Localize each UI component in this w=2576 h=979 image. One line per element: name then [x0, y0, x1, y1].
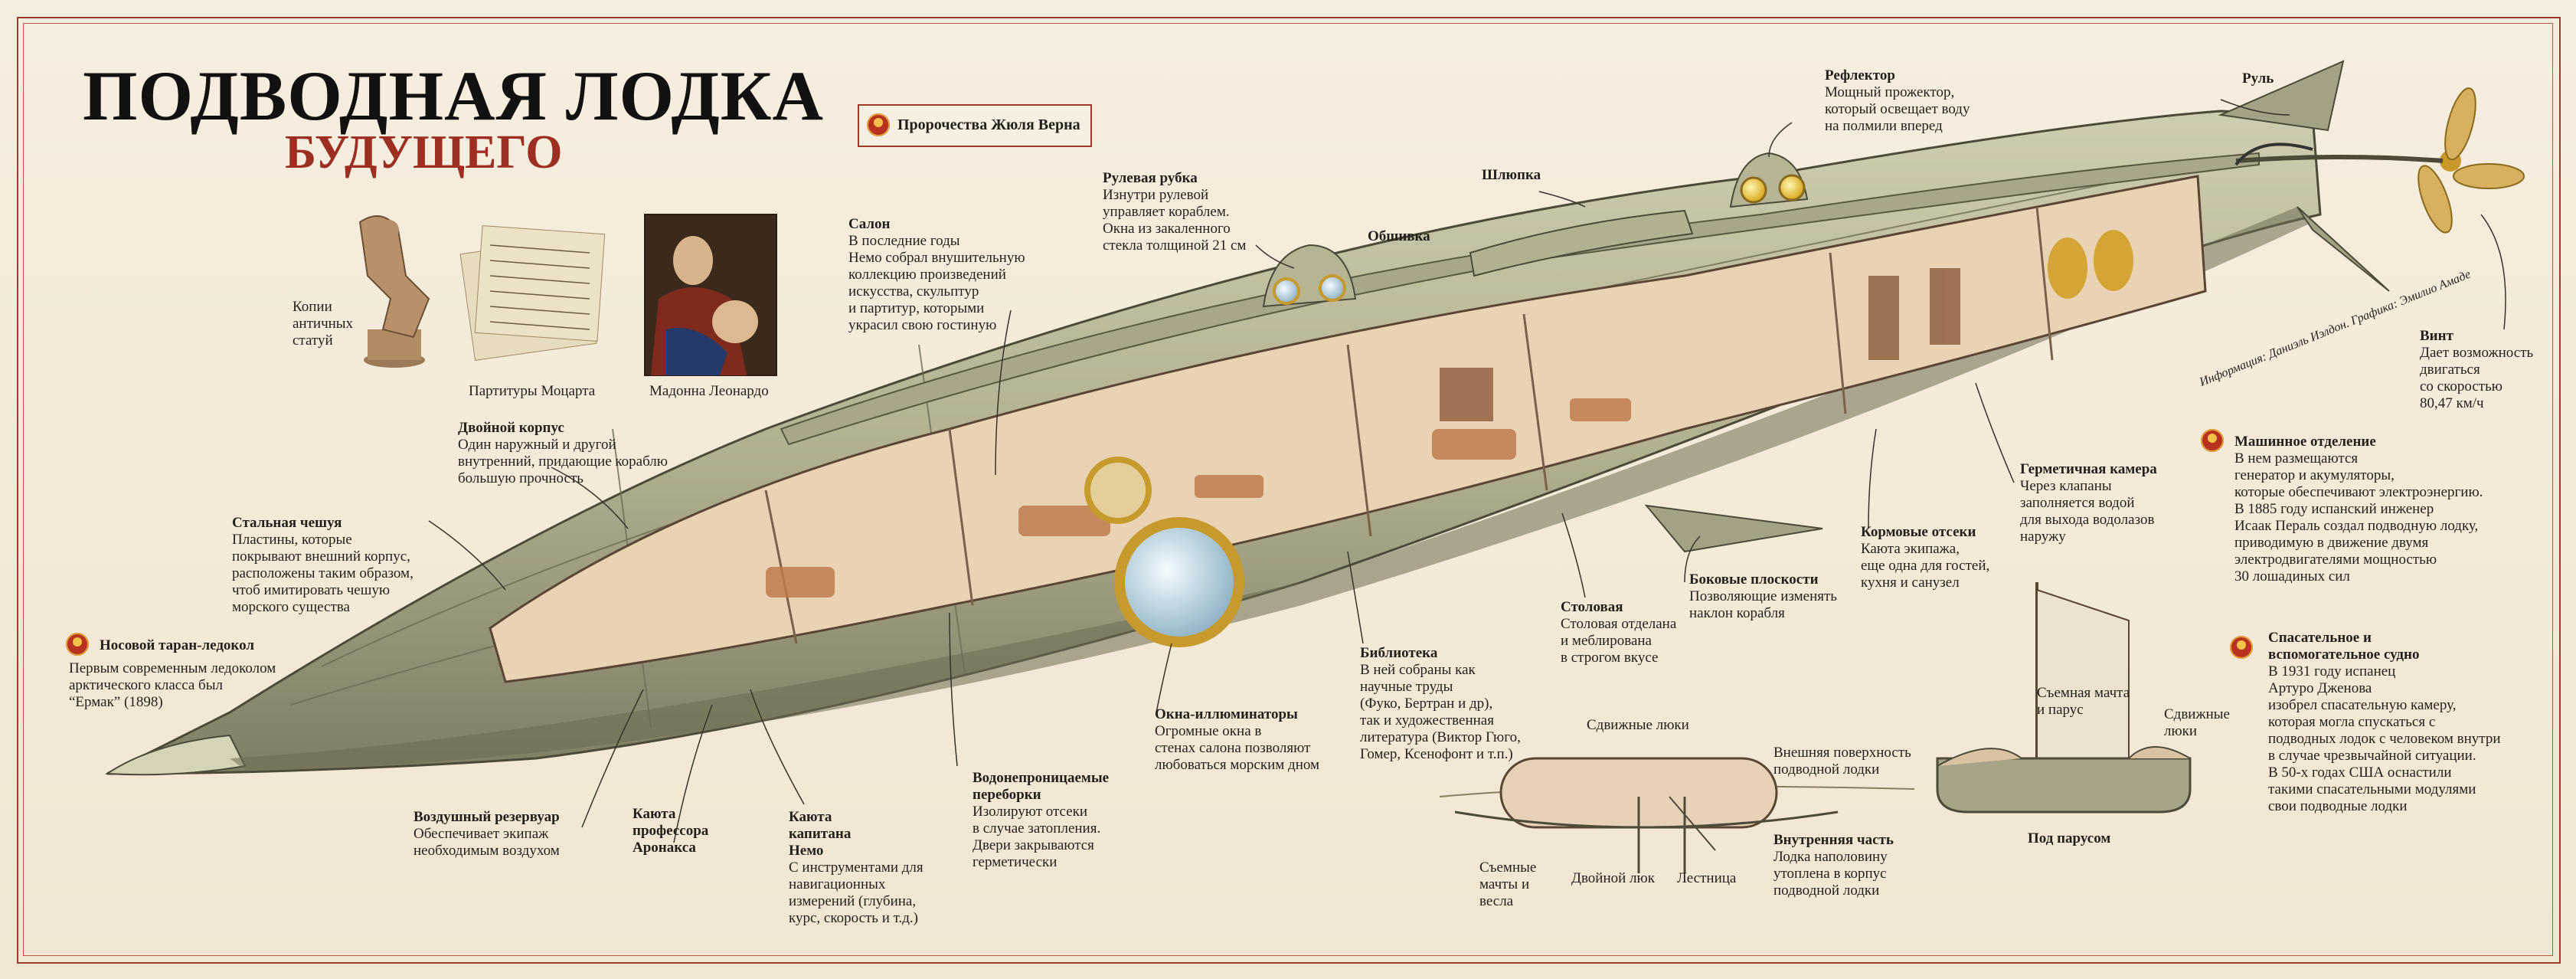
lifeboat-section-diagram — [1439, 757, 1915, 873]
reflector-label: Рефлектор Мощный прожектор,который освещ… — [1825, 67, 1970, 134]
reflector-illustration — [1729, 152, 1809, 208]
bulb-icon — [2201, 429, 2224, 452]
lifeboat-label: Спасательное и вспомогательное судно В 1… — [2268, 630, 2501, 814]
inner-frame — [23, 23, 2553, 956]
verne-badge-label: Пророчества Жюля Верна — [897, 116, 1080, 133]
wheelhouse-illustration — [1262, 244, 1357, 308]
boat-label: Шлюпка — [1482, 167, 1541, 183]
madonna-caption: Мадонна Леонардо — [649, 383, 769, 399]
propeller-illustration — [2234, 87, 2525, 234]
stern-cabins-label: Кормовые отсеки Каюта экипажа,еще одна д… — [1861, 524, 1990, 591]
under-sail-label: Под парусом — [2028, 830, 2111, 846]
page-subtitle: БУДУЩЕГО — [285, 126, 563, 178]
scores-caption: Партитуры Моцарта — [469, 383, 596, 399]
aronnax-cabin-label: Каюта профессора Аронакса — [633, 806, 709, 856]
double-hatch-label: Двойной люк — [1571, 870, 1655, 886]
hull-skin-label: Обшивка — [1368, 228, 1430, 244]
bulb-icon — [66, 633, 89, 656]
madonna-image — [644, 214, 777, 376]
statue-image — [358, 215, 430, 368]
lifeboat-sail-diagram — [1936, 582, 2192, 814]
scores-image — [459, 225, 606, 362]
rudder-label: Руль — [2242, 70, 2274, 87]
ram-label: Носовой таран-ледокол — [100, 637, 255, 653]
verne-badge: Пророчества Жюля Верна — [858, 104, 1092, 147]
interior-cutaway — [489, 175, 2207, 683]
ladder-label: Лестница — [1677, 870, 1737, 886]
page-title: ПОДВОДНАЯ ЛОДКА — [83, 57, 824, 135]
bulb-icon — [867, 113, 890, 136]
outer-frame — [17, 17, 2561, 964]
bulkheads-label: Водонепроницаемые переборки Изолируют от… — [973, 770, 1110, 870]
sliding-hatches-top-label: Сдвижные люки — [1587, 717, 1689, 733]
leader-lines — [428, 99, 2506, 843]
bulb-icon — [2230, 636, 2253, 659]
